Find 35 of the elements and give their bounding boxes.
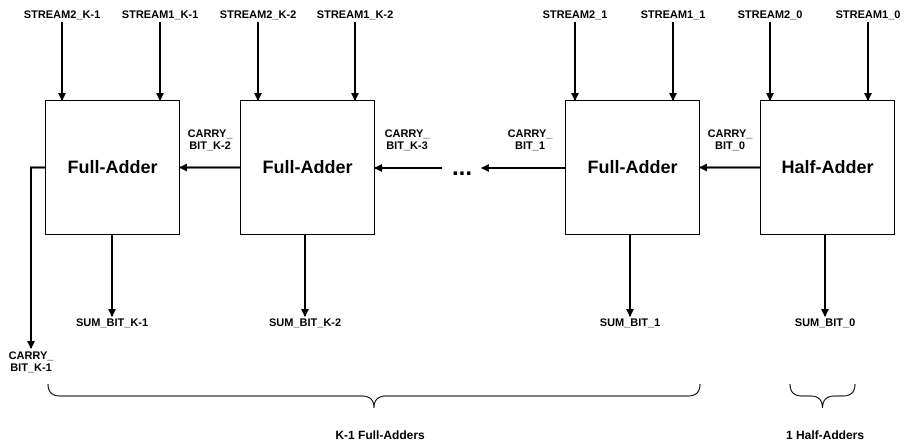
- arrow: [156, 22, 164, 101]
- signal-label: STREAM1_0: [823, 8, 913, 22]
- arrow: [699, 164, 760, 172]
- signal-label: SUM_BIT_1: [585, 316, 675, 330]
- signal-label: STREAM2_1: [530, 8, 620, 22]
- arrow: [626, 235, 634, 317]
- arrow: [351, 22, 359, 101]
- signal-label: STREAM1_K-1: [115, 8, 205, 22]
- ellipsis: ...: [442, 156, 482, 180]
- arrow: [27, 166, 45, 349]
- signal-label: STREAM1_1: [628, 8, 718, 22]
- arrow: [374, 164, 442, 172]
- adder-block: Full-Adder: [45, 100, 180, 235]
- arrow: [669, 22, 677, 101]
- arrow: [254, 22, 262, 101]
- signal-label: SUM_BIT_K-2: [260, 316, 350, 330]
- signal-label: SUM_BIT_0: [780, 316, 870, 330]
- arrow: [766, 22, 774, 101]
- signal-label: STREAM1_K-2: [310, 8, 400, 22]
- adder-block: Full-Adder: [565, 100, 700, 235]
- arrow: [179, 164, 240, 172]
- arrow: [58, 22, 66, 101]
- arrow: [108, 235, 116, 317]
- arrow: [571, 22, 579, 101]
- adder-block: Full-Adder: [240, 100, 375, 235]
- arrow: [864, 22, 872, 101]
- arrow: [301, 235, 309, 317]
- signal-label: SUM_BIT_K-1: [67, 316, 157, 330]
- adder-block: Half-Adder: [760, 100, 895, 235]
- arrow: [821, 235, 829, 317]
- signal-label: STREAM2_0: [725, 8, 815, 22]
- arrow: [481, 164, 565, 172]
- signal-label: CARRY_ BIT_K-1: [4, 348, 58, 376]
- signal-label: STREAM2_K-1: [17, 8, 107, 22]
- signal-label: STREAM2_K-2: [213, 8, 303, 22]
